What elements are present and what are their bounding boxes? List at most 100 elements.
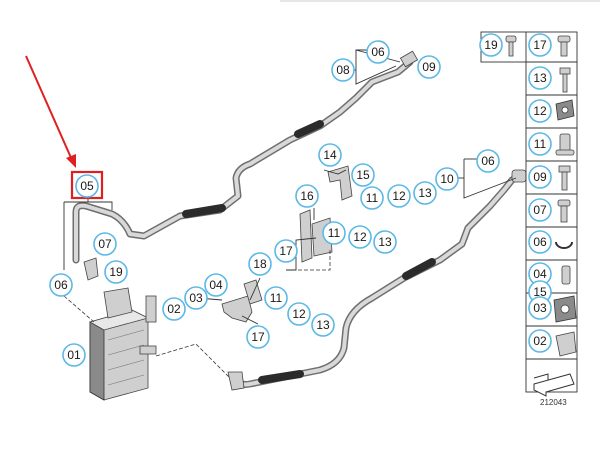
callout-16: 16 [295, 184, 319, 208]
callout-11: 11 [360, 186, 384, 210]
svg-text:12: 12 [392, 189, 406, 203]
svg-text:06: 06 [481, 154, 495, 168]
svg-text:05: 05 [80, 179, 94, 193]
highlight-box [70, 170, 104, 200]
highlight-arrow [25, 55, 104, 200]
svg-text:12: 12 [353, 230, 367, 244]
hose-holder [327, 165, 353, 201]
svg-text:06: 06 [371, 45, 385, 59]
svg-text:02: 02 [167, 302, 181, 316]
svg-text:01: 01 [67, 348, 81, 362]
clip-02-icon [555, 331, 577, 357]
svg-text:18: 18 [253, 257, 267, 271]
svg-text:08: 08 [336, 63, 350, 77]
callout-06: 06 [49, 273, 73, 297]
nut-12-icon [555, 99, 575, 121]
callout-13: 13 [311, 313, 335, 337]
legend-callout-06: 06 [528, 230, 552, 254]
svg-text:06: 06 [54, 278, 68, 292]
callout-08: 08 [331, 58, 355, 82]
svg-text:03: 03 [189, 291, 203, 305]
svg-text:11: 11 [328, 226, 341, 240]
svg-text:07: 07 [98, 237, 112, 251]
clip-04-icon [561, 265, 571, 285]
svg-text:17: 17 [251, 330, 265, 344]
svg-text:04: 04 [533, 267, 547, 281]
oil-cooler [88, 287, 157, 401]
svg-text:19: 19 [109, 265, 123, 279]
callout-19: 19 [104, 260, 128, 284]
callout-14: 14 [318, 143, 342, 167]
ring-06-icon [555, 241, 573, 249]
callout-13: 13 [413, 181, 437, 205]
svg-text:19: 19 [484, 38, 498, 52]
callout-07: 07 [93, 232, 117, 256]
upper-oil-line [72, 50, 419, 264]
callout-13: 13 [373, 230, 397, 254]
bolt-09-icon [558, 165, 571, 191]
callout-06: 06 [476, 149, 500, 173]
screw-07-icon [557, 199, 571, 223]
clamp-03-icon [553, 295, 577, 323]
screw-17-icon [557, 35, 571, 57]
svg-text:13: 13 [316, 318, 330, 332]
legend-callout-12: 12 [528, 99, 552, 123]
callout-06: 06 [366, 40, 390, 64]
legend-callout-07: 07 [528, 198, 552, 222]
legend-callout-15: 15 [528, 280, 552, 304]
legend-callout-13: 13 [528, 66, 552, 90]
bolt-13-icon [559, 67, 571, 93]
svg-text:03: 03 [533, 301, 547, 315]
callout-03: 03 [184, 286, 208, 310]
callout-01: 01 [62, 343, 86, 367]
callout-10: 10 [435, 167, 459, 191]
diagram-id: 212043 [540, 398, 567, 407]
svg-text:07: 07 [533, 203, 547, 217]
fitting-07 [83, 257, 99, 281]
svg-text:16: 16 [300, 189, 314, 203]
callout-12: 12 [348, 225, 372, 249]
legend-callout-17: 17 [528, 33, 552, 57]
parts-legend [480, 31, 578, 397]
svg-text:17: 17 [279, 244, 293, 258]
callout-12: 12 [387, 184, 411, 208]
callout-09: 09 [417, 55, 441, 79]
svg-text:11: 11 [534, 137, 547, 151]
svg-text:13: 13 [418, 186, 432, 200]
callout-17: 17 [246, 325, 270, 349]
callout-02: 02 [162, 297, 186, 321]
svg-text:12: 12 [533, 104, 547, 118]
callout-11: 11 [322, 221, 346, 245]
svg-text:02: 02 [533, 334, 547, 348]
legend-callout-19: 19 [479, 33, 503, 57]
svg-text:17: 17 [533, 38, 547, 52]
callout-12: 12 [287, 302, 311, 326]
svg-text:10: 10 [440, 172, 454, 186]
svg-text:11: 11 [366, 191, 379, 205]
lower-oil-line [227, 169, 527, 391]
callout-17: 17 [274, 239, 298, 263]
svg-text:06: 06 [533, 235, 547, 249]
svg-text:15: 15 [533, 285, 547, 299]
svg-text:04: 04 [209, 278, 223, 292]
svg-text:15: 15 [356, 168, 370, 182]
svg-text:09: 09 [533, 170, 547, 184]
callout-11: 11 [264, 286, 288, 310]
legend-callout-02: 02 [528, 329, 552, 353]
callout-04: 04 [204, 273, 228, 297]
pointer-icon [533, 373, 575, 397]
callout-05: 05 [75, 174, 99, 198]
svg-text:13: 13 [533, 71, 547, 85]
support-clamp [221, 279, 263, 323]
callout-18: 18 [248, 252, 272, 276]
legend-callout-09: 09 [528, 165, 552, 189]
legend-callout-03: 03 [528, 296, 552, 320]
svg-text:14: 14 [323, 148, 337, 162]
svg-text:11: 11 [270, 291, 283, 305]
callout-15: 15 [351, 163, 375, 187]
sleeve-11-icon [555, 133, 575, 156]
svg-text:09: 09 [422, 60, 436, 74]
svg-text:13: 13 [378, 235, 392, 249]
